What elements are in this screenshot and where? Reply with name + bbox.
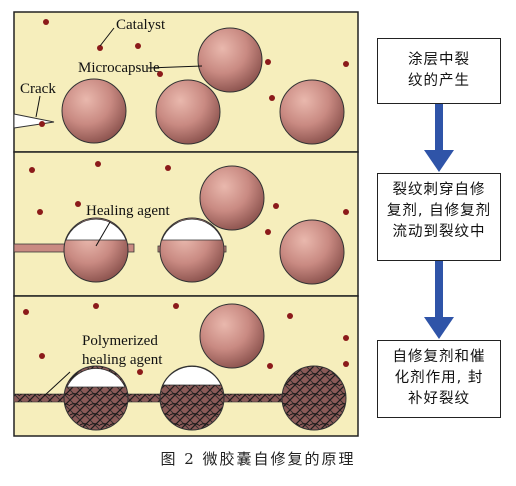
microcapsule [155, 79, 221, 145]
catalyst-particle [39, 121, 45, 127]
catalyst-particle [23, 309, 29, 315]
catalyst-particle [173, 303, 179, 309]
polymerized-capsule [281, 365, 347, 431]
catalyst-particle [135, 43, 141, 49]
microcapsule-label: Microcapsule [78, 60, 160, 76]
catalyst-particle [165, 165, 171, 171]
step-box-2: 裂纹刺穿自修 复剂, 自修复剂 流动到裂纹中 [377, 173, 501, 261]
step-3-line: 化剂作用, 封 [394, 370, 484, 386]
catalyst-particle [287, 313, 293, 319]
catalyst-particle [95, 161, 101, 167]
catalyst-particle [97, 45, 103, 51]
catalyst-particles [23, 303, 349, 375]
catalyst-particle [265, 59, 271, 65]
down-arrow-1 [424, 104, 454, 172]
microcapsule [197, 27, 263, 93]
step-3-line: 自修复剂和催 [392, 349, 486, 365]
step-box-3: 自修复剂和催 化剂作用, 封 补好裂纹 [377, 340, 501, 418]
step-3-line: 补好裂纹 [408, 391, 470, 407]
catalyst-particle [273, 203, 279, 209]
healing-agent-label: Healing agent [86, 203, 171, 219]
catalyst-particle [43, 19, 49, 25]
panel-3: Polymerized healing agent [13, 295, 359, 437]
polymerized-label-line1: Polymerized [82, 333, 158, 349]
crack-label: Crack [20, 81, 56, 97]
catalyst-label: Catalyst [116, 17, 166, 33]
flow-arrows [424, 104, 454, 339]
catalyst-particle [267, 363, 273, 369]
panel-2: Healing agent [13, 151, 359, 297]
microcapsule [199, 303, 265, 369]
panel-1: Catalyst Microcapsule Crack [13, 11, 359, 153]
catalyst-particle [75, 201, 81, 207]
microcapsule [199, 165, 265, 231]
microcapsule [279, 219, 345, 285]
catalyst-particle [343, 361, 349, 367]
crack-tip [13, 113, 55, 129]
step-2-line: 流动到裂纹中 [392, 224, 486, 240]
down-arrow-2 [424, 261, 454, 339]
catalyst-particles [29, 161, 349, 235]
catalyst-particle [29, 167, 35, 173]
figure-caption: 图 2 微胶囊自修复的原理 [160, 450, 356, 468]
step-1-line: 纹的产生 [408, 73, 470, 89]
step-2-line: 裂纹刺穿自修 [392, 182, 486, 198]
catalyst-particle [343, 335, 349, 341]
microcapsule [61, 78, 127, 144]
catalyst-particle [93, 303, 99, 309]
catalyst-particle [265, 229, 271, 235]
catalyst-particle [343, 61, 349, 67]
step-box-1: 涂层中裂 纹的产生 [377, 38, 501, 104]
catalyst-particle [39, 353, 45, 359]
polymerized-label-line2: healing agent [82, 352, 163, 368]
catalyst-particle [157, 71, 163, 77]
catalyst-particle [137, 369, 143, 375]
microcapsule [279, 79, 345, 145]
catalyst-particle [343, 209, 349, 215]
catalyst-particle [37, 209, 43, 215]
catalyst-particles [39, 19, 349, 127]
catalyst-particle [269, 95, 275, 101]
step-1-line: 涂层中裂 [408, 52, 470, 68]
step-2-line: 复剂, 自修复剂 [386, 203, 492, 219]
